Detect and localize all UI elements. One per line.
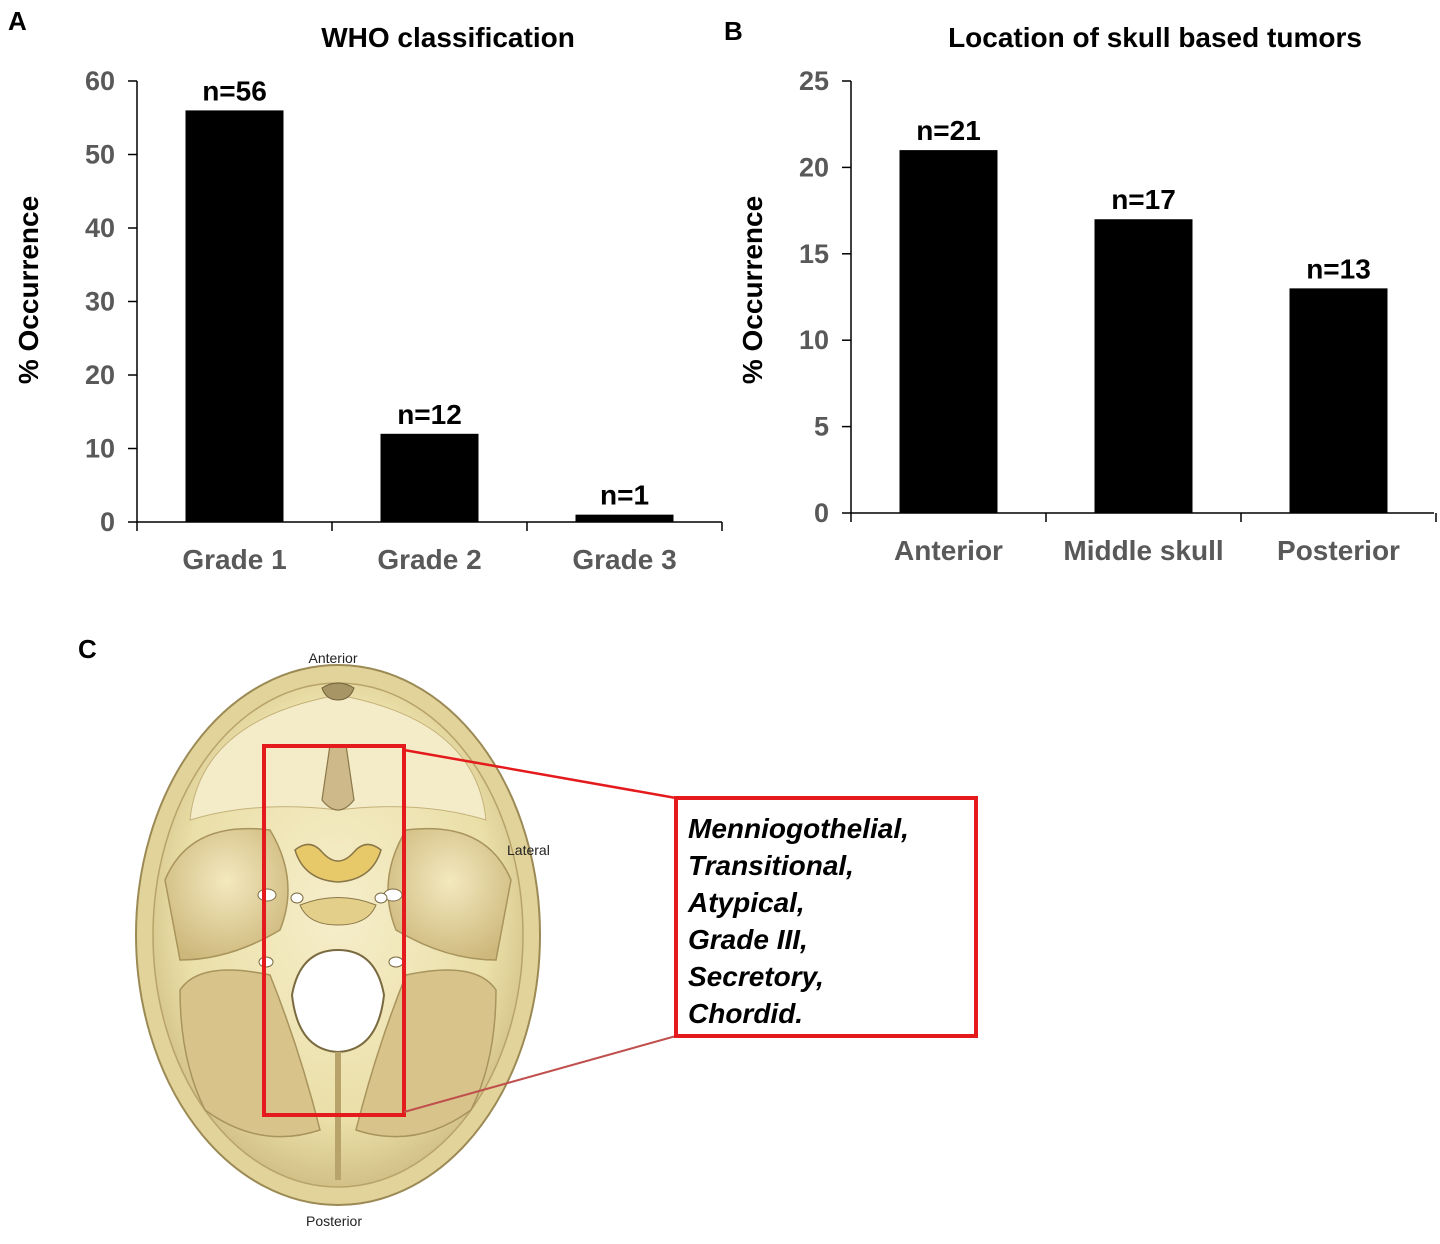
subtype-box: Menniogothelial, Transitional, Atypical,… — [674, 796, 978, 1038]
subtype-line-5: Secretory, — [688, 961, 824, 992]
connector-top — [403, 748, 677, 800]
foramen-magnum — [290, 948, 386, 1054]
chart-b-bar — [1289, 288, 1388, 513]
chart-a-category-label: Grade 1 — [182, 544, 286, 575]
foramen-left-1 — [257, 888, 277, 902]
chart-a-ytick-label: 50 — [85, 140, 115, 170]
sella-turcica — [294, 843, 382, 883]
skull-base-illustration: Anterior Lateral Posterior — [135, 650, 677, 1229]
chart-a-title: WHO classification — [321, 22, 575, 53]
foramen-left-2 — [290, 892, 304, 904]
panel-letter-c: C — [78, 634, 97, 664]
chart-b-ytick-label: 15 — [799, 239, 829, 269]
subtype-line-1: Menniogothelial, — [688, 813, 909, 844]
chart-b-ytick-label: 20 — [799, 152, 829, 182]
chart-a-data-label: n=12 — [397, 399, 462, 430]
chart-a-ytick-label: 10 — [85, 434, 115, 464]
chart-a-ytick-label: 60 — [85, 66, 115, 96]
chart-b-ytick-label: 0 — [814, 498, 829, 528]
skull-label-anterior: Anterior — [308, 650, 357, 666]
subtype-line-4: Grade III, — [688, 924, 808, 955]
chart-a-ylabel: % Occurrence — [13, 196, 44, 384]
chart-a-bar — [380, 433, 479, 522]
chart-b-ytick-label: 25 — [799, 66, 829, 96]
crista-galli — [321, 744, 355, 811]
chart-a-ytick-label: 40 — [85, 213, 115, 243]
foramen-right-3 — [388, 956, 404, 968]
frontal-sinus — [321, 682, 355, 701]
clivus — [299, 897, 377, 926]
chart-a-ytick-label: 30 — [85, 287, 115, 317]
chart-a-bar — [575, 514, 674, 522]
chart-a-bars: n=56 n=12 n=1 — [185, 75, 674, 523]
chart-a-data-label: n=56 — [202, 75, 267, 106]
chart-b-ytick-label: 10 — [799, 325, 829, 355]
skull-label-lateral: Lateral — [507, 842, 550, 858]
chart-b-bar — [1094, 219, 1193, 514]
chart-b-category-label: Anterior — [894, 535, 1003, 566]
chart-a-ytick-label: 0 — [100, 507, 115, 537]
chart-b-data-label: n=17 — [1111, 184, 1176, 215]
foramen-right-2 — [374, 892, 388, 904]
chart-b-title: Location of skull based tumors — [948, 22, 1362, 53]
posterior-fossa-right — [355, 969, 497, 1138]
chart-b-category-label: Middle skull — [1063, 535, 1223, 566]
chart-who-classification: WHO classification % Occurrence 0 10 20 30 4… — [13, 22, 723, 575]
middle-fossa-right — [387, 827, 512, 961]
chart-b-bar — [899, 150, 998, 513]
chart-b-ytick-label: 5 — [814, 412, 829, 442]
connector-bottom — [403, 1035, 677, 1113]
chart-a-category-label: Grade 3 — [572, 544, 676, 575]
subtype-line-6: Chordid. — [688, 998, 803, 1029]
chart-a-data-label: n=1 — [600, 480, 649, 511]
chart-b-category-label: Posterior — [1277, 535, 1400, 566]
subtype-line-2: Transitional, — [688, 850, 854, 881]
posterior-fossa-left — [179, 969, 321, 1138]
chart-b-ylabel: % Occurrence — [737, 196, 768, 384]
highlight-region — [262, 744, 406, 1117]
chart-a-bar — [185, 110, 284, 523]
chart-a-category-label: Grade 2 — [377, 544, 481, 575]
chart-b-data-label: n=21 — [916, 115, 981, 146]
panel-letter-a: A — [8, 6, 27, 36]
subtype-box-border — [674, 796, 978, 1038]
chart-b-bars: n=21 n=17 n=13 — [899, 115, 1388, 514]
subtype-line-3: Atypical, — [687, 887, 805, 918]
chart-b-data-label: n=13 — [1306, 253, 1371, 284]
chart-a-ytick-label: 20 — [85, 360, 115, 390]
skull-label-posterior: Posterior — [306, 1213, 362, 1229]
middle-fossa-left — [164, 827, 289, 961]
chart-skull-location: Location of skull based tumors % Occurre… — [737, 22, 1437, 566]
panel-letter-b: B — [724, 16, 743, 46]
